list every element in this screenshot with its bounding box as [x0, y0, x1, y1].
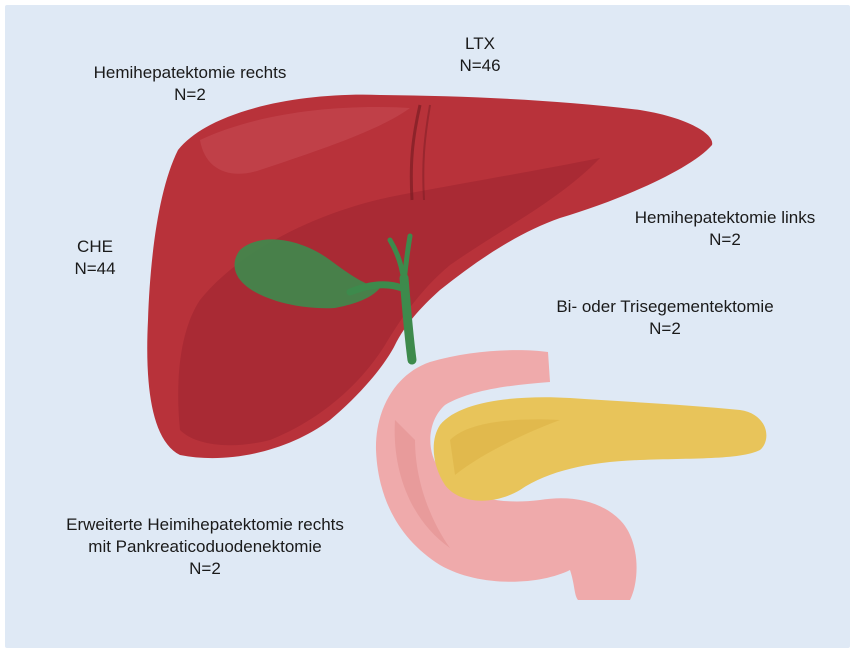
- label-segment: Bi- oder Trisegementektomie N=2: [520, 296, 810, 340]
- label-extended-count: N=2: [25, 558, 385, 580]
- label-segment-count: N=2: [520, 318, 810, 340]
- label-hemi-left-name: Hemihepatektomie links: [605, 207, 845, 229]
- label-hemi-left-count: N=2: [605, 229, 845, 251]
- label-extended-line1: Erweiterte Heimihepatektomie rechts: [25, 514, 385, 536]
- label-hemi-left: Hemihepatektomie links N=2: [605, 207, 845, 251]
- label-ltx: LTX N=46: [440, 33, 520, 77]
- label-segment-name: Bi- oder Trisegementektomie: [520, 296, 810, 318]
- label-che: CHE N=44: [50, 236, 140, 280]
- label-ltx-count: N=46: [440, 55, 520, 77]
- label-hemi-right: Hemihepatektomie rechts N=2: [60, 62, 320, 106]
- label-hemi-right-count: N=2: [60, 84, 320, 106]
- label-hemi-right-name: Hemihepatektomie rechts: [60, 62, 320, 84]
- label-extended: Erweiterte Heimihepatektomie rechts mit …: [25, 514, 385, 580]
- label-extended-line2: mit Pankreaticoduodenektomie: [25, 536, 385, 558]
- label-che-name: CHE: [50, 236, 140, 258]
- label-che-count: N=44: [50, 258, 140, 280]
- label-ltx-name: LTX: [440, 33, 520, 55]
